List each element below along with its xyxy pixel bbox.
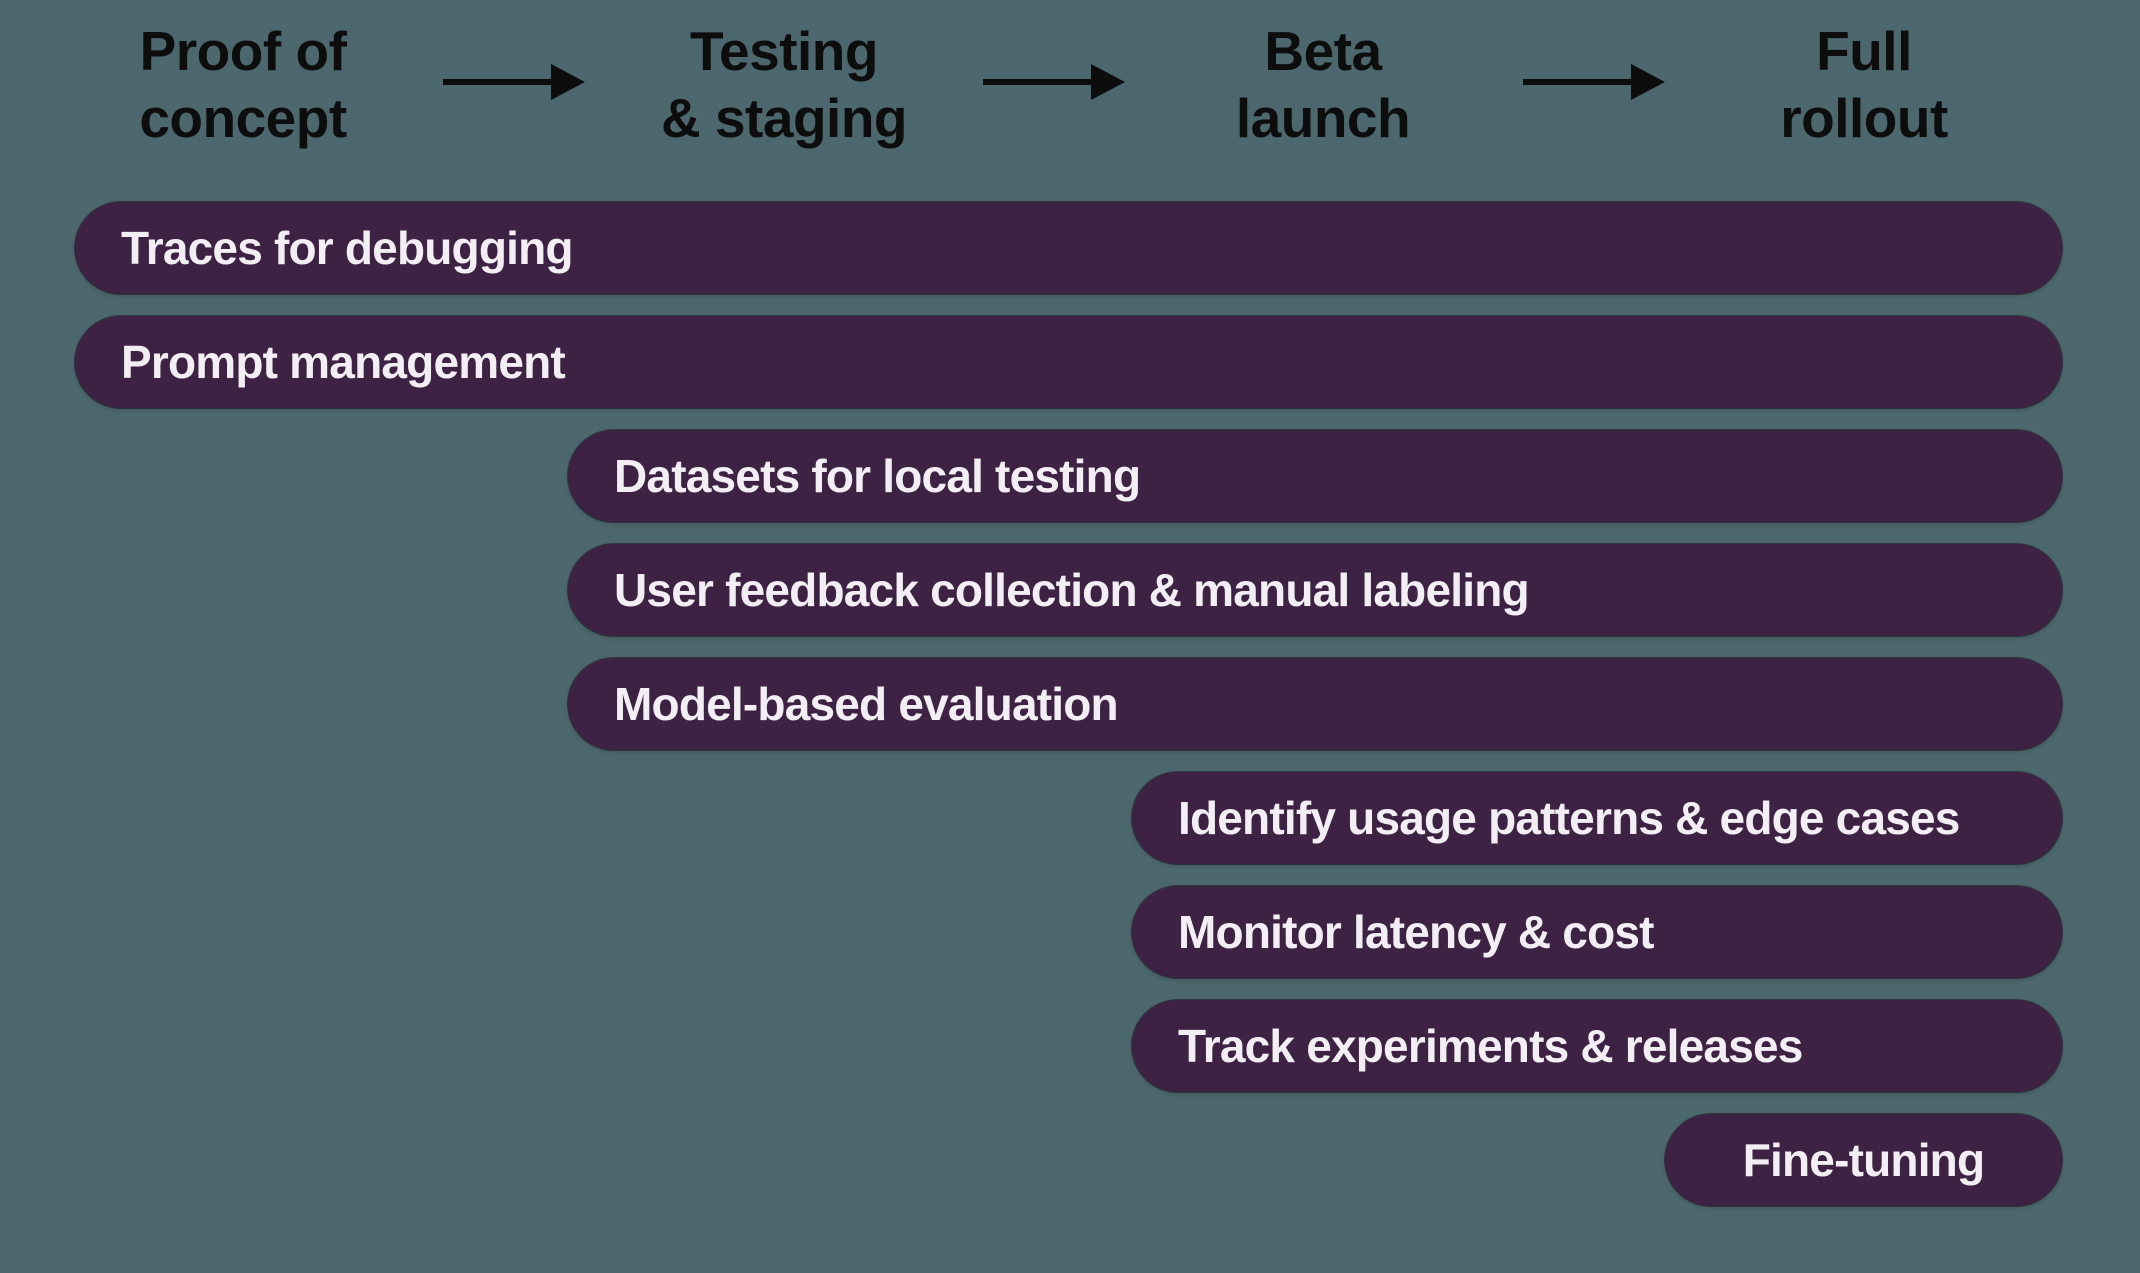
arrow-right-icon (443, 64, 585, 100)
bar-label: Identify usage patterns & edge cases (1178, 792, 1960, 844)
bar-traces-for-debugging: Traces for debugging (75, 202, 2062, 294)
phase-full-rollout: Full rollout (1584, 18, 2140, 152)
bar-label: Monitor latency & cost (1178, 906, 1654, 958)
bar-datasets-for-local-testing: Datasets for local testing (568, 430, 2062, 522)
bar-label: Datasets for local testing (614, 450, 1141, 502)
bar-label: User feedback collection & manual labeli… (614, 564, 1530, 616)
bar-label: Fine-tuning (1742, 1134, 1985, 1186)
bar-track-experiments-releases: Track experiments & releases (1132, 1000, 2062, 1092)
arrow-right-icon (983, 64, 1125, 100)
bar-user-feedback-collection: User feedback collection & manual labeli… (568, 544, 2062, 636)
bar-identify-usage-patterns: Identify usage patterns & edge cases (1132, 772, 2062, 864)
arrow-right-icon (1523, 64, 1665, 100)
phase-label-line: Testing (690, 20, 878, 82)
phase-label-line: Beta (1264, 20, 1382, 82)
bar-prompt-management: Prompt management (75, 316, 2062, 408)
phase-label-line: Full (1816, 20, 1912, 82)
phase-label-line: concept (139, 87, 347, 149)
bar-fine-tuning: Fine-tuning (1665, 1114, 2062, 1206)
bar-monitor-latency-cost: Monitor latency & cost (1132, 886, 2062, 978)
phase-beta-launch: Beta launch (1043, 18, 1603, 152)
bar-label: Traces for debugging (121, 222, 574, 274)
phase-label-line: & staging (660, 87, 908, 149)
phase-label-line: launch (1235, 87, 1411, 149)
bar-model-based-evaluation: Model-based evaluation (568, 658, 2062, 750)
phase-label-line: Proof of (139, 20, 347, 82)
phase-label-line: rollout (1780, 87, 1948, 149)
bar-label: Prompt management (121, 336, 566, 388)
bar-label: Model-based evaluation (614, 678, 1119, 730)
bar-label: Track experiments & releases (1178, 1020, 1803, 1072)
phase-proof-of-concept: Proof of concept (0, 18, 523, 152)
phase-testing-staging: Testing & staging (504, 18, 1064, 152)
